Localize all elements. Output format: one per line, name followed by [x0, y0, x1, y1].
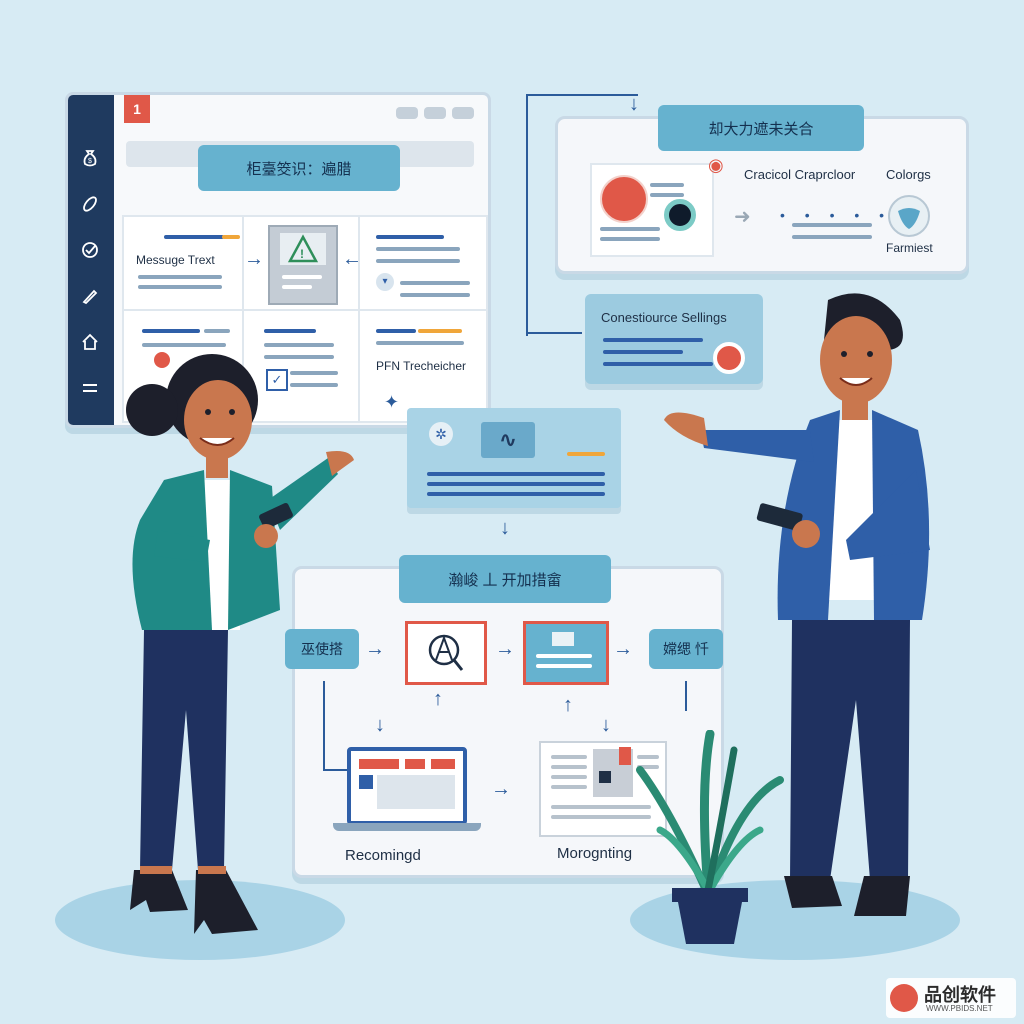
flow-arrow-4-icon: →	[491, 778, 511, 800]
pen-icon[interactable]	[81, 287, 99, 305]
watermark-url: WWW.PBIDS.NET	[926, 1004, 993, 1013]
brand-logo-icon	[890, 984, 918, 1012]
woman-figure	[126, 352, 354, 934]
watermark: 品创软件 WWW.PBIDS.NET	[886, 978, 1016, 1018]
window-button-2[interactable]	[424, 107, 446, 119]
dot-timeline: • • • • • •	[780, 207, 917, 223]
potted-plant	[636, 730, 784, 944]
pie-chart-icon	[713, 342, 745, 374]
chart-thumbnail-icon	[552, 632, 574, 646]
connector-arrow-down-icon: ↓	[629, 93, 639, 115]
cell-message: Messuge Trext	[122, 215, 244, 311]
panel-subtitle: Cracicol Craprcloor	[744, 167, 856, 182]
target-icon: ◉	[708, 155, 724, 175]
middle-flow-card[interactable]: ✲ ∿	[407, 408, 621, 508]
top-right-panel: 却大力遮未关合 ◉ Cracicol Craprcloor ➜ • • • • …	[555, 105, 969, 274]
money-bag-icon[interactable]: $	[81, 149, 99, 167]
workflow-output-tag[interactable]: 嫦缌 忏	[649, 629, 723, 669]
workflow-input-tag[interactable]: 巫使搭	[285, 629, 359, 669]
arrow-left-icon: ←	[342, 248, 362, 270]
svg-text:$: $	[88, 158, 92, 165]
window-button-3[interactable]	[452, 107, 474, 119]
branch-line-right	[685, 681, 687, 711]
farmiest-label: Farmiest	[886, 241, 933, 255]
check-circle-icon[interactable]	[81, 241, 99, 259]
page-title: 柜臺筊识：遍腊	[198, 145, 400, 191]
man-figure	[664, 293, 930, 916]
monitoring-caption: Morognting	[557, 845, 633, 862]
sidebar: $	[68, 95, 114, 425]
laptop-base	[333, 823, 481, 831]
color-drop-icon[interactable]	[888, 195, 930, 237]
document-icon[interactable]	[539, 741, 667, 837]
flow-arrow-2-icon: →	[495, 638, 515, 660]
gear-icon: ✲	[429, 422, 453, 446]
settings-title: Conestiource Sellings	[601, 310, 727, 325]
camera-lens-icon	[664, 199, 696, 231]
notification-badge[interactable]: 1	[124, 95, 150, 123]
flow-arrow-3-icon: →	[613, 638, 633, 660]
menu-icon[interactable]	[81, 379, 99, 397]
image-thumbnail	[600, 175, 648, 223]
settings-card[interactable]: Conestiource Sellings	[585, 294, 763, 384]
branch-arrow-up-icon: ↑	[433, 688, 443, 710]
recommend-caption: Recomingd	[345, 847, 421, 864]
pfn-label: PFN Trecheicher	[376, 359, 467, 373]
bottom-workflow-panel: 瀚峻 丄 开加措畲 巫使搭 → → → 嫦缌 忏 ↓ ↑ ↑ ↓ Recomin…	[285, 555, 724, 878]
cell-pfn: PFN Trecheicher	[358, 309, 488, 423]
checkbox-checked[interactable]: ✓	[266, 369, 288, 391]
sync-icon: ∿	[481, 422, 535, 458]
colors-label: Colorgs	[886, 167, 931, 182]
search-analysis-box[interactable]	[405, 621, 487, 685]
report-box[interactable]	[523, 621, 609, 685]
badge-count: 1	[133, 101, 141, 117]
leaf-icon[interactable]	[81, 195, 99, 213]
branch-arrow-up-2-icon: ↑	[563, 694, 573, 716]
watermark-brand: 品创软件	[924, 985, 996, 1005]
window-button-1[interactable]	[396, 107, 418, 119]
connector-line	[526, 94, 638, 336]
arrow-right-icon: →	[244, 248, 264, 270]
message-text-label: Messuge Trext	[136, 253, 215, 267]
branch-line-left-h	[323, 769, 347, 771]
warning-document-icon: !	[268, 225, 338, 305]
flow-arrow-1-icon: →	[365, 638, 385, 660]
image-preview-card[interactable]	[590, 163, 714, 257]
branch-arrow-down-1-icon: ↓	[375, 714, 385, 736]
branch-arrow-down-2-icon: ↓	[601, 714, 611, 736]
magnifier-icon	[428, 634, 464, 671]
workflow-header: 瀚峻 丄 开加措畲	[399, 555, 611, 603]
connector-line-2	[526, 332, 582, 334]
sparkle-icon: ✦	[384, 392, 400, 412]
top-right-header: 却大力遮未关合	[658, 105, 864, 151]
red-tag-icon	[619, 747, 631, 765]
cell-profile: ▾	[358, 215, 488, 311]
svg-text:!: !	[300, 247, 304, 261]
share-arrow-icon: ➜	[734, 206, 751, 228]
flow-arrow-down-icon: ↓	[500, 517, 510, 539]
home-icon[interactable]	[81, 333, 99, 351]
chevron-badge-icon: ▾	[376, 273, 394, 291]
branch-line-left	[323, 681, 325, 771]
